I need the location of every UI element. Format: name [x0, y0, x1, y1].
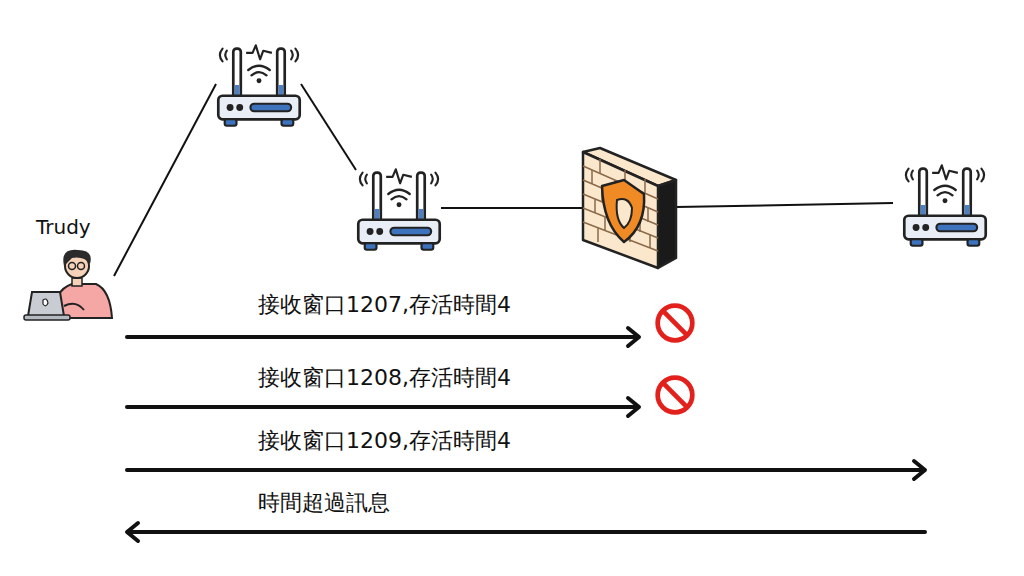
person-illustration — [24, 250, 112, 320]
message-arrow — [127, 328, 925, 541]
blocked-symbol — [658, 378, 693, 413]
person-name: Trudy — [36, 214, 91, 240]
message-label: 時間超過訊息 — [258, 490, 390, 516]
router-icon — [358, 169, 439, 249]
message-label: 接收窗口1208,存活時間4 — [258, 365, 511, 391]
firewall-icon — [583, 148, 676, 268]
router-icon — [904, 165, 985, 245]
router-icon — [218, 45, 299, 125]
blocked-symbol — [658, 306, 693, 341]
message-label: 接收窗口1209,存活時間4 — [258, 428, 511, 454]
message-label: 接收窗口1207,存活時間4 — [258, 292, 511, 318]
